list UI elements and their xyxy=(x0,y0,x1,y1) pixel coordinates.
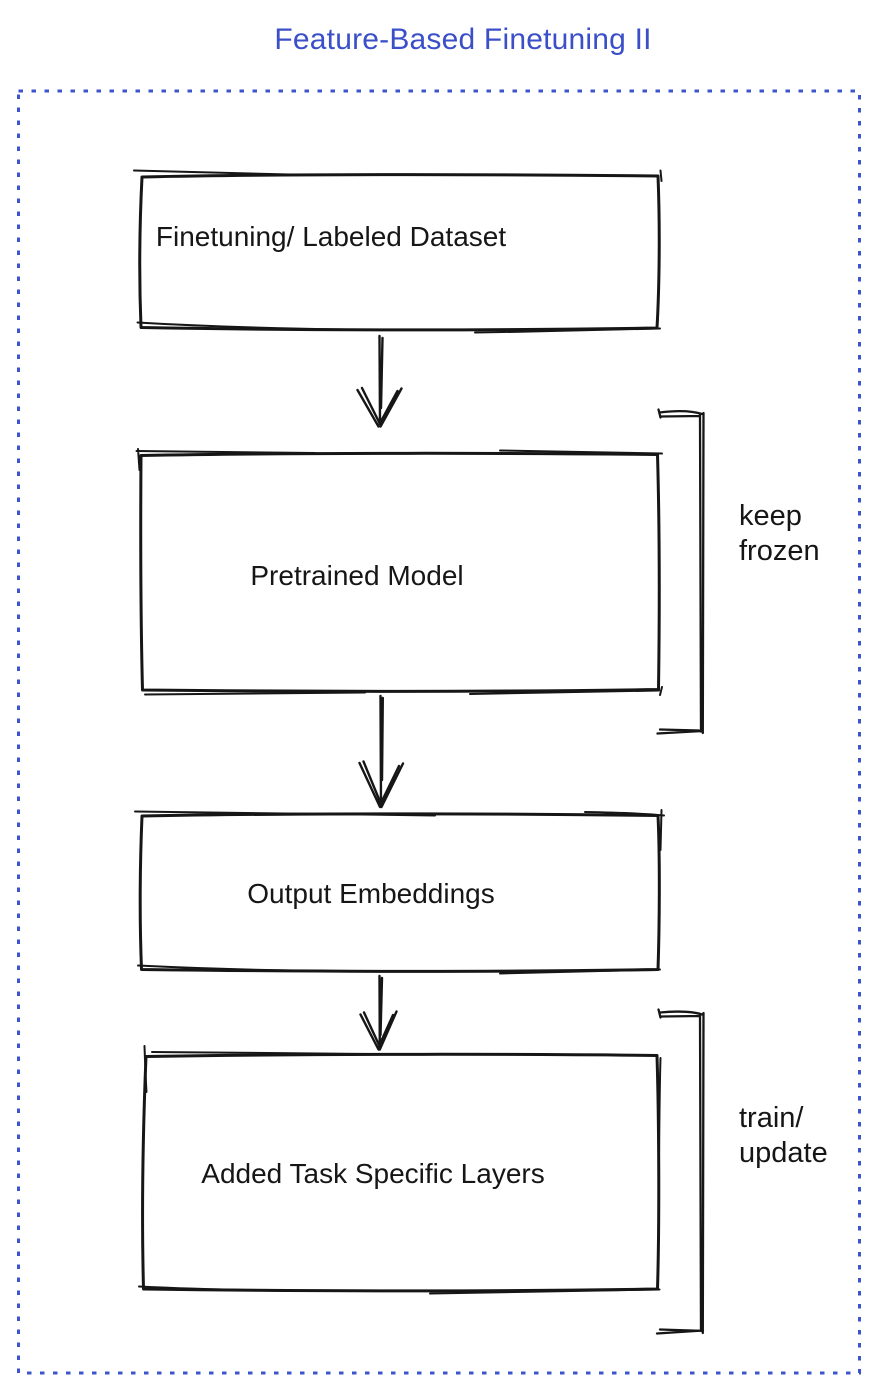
task-layers-sketch-strokes xyxy=(138,1045,662,1295)
task-layers-box xyxy=(138,1045,662,1295)
arrow-head xyxy=(359,1010,398,1051)
pretrained-model-sketch-strokes xyxy=(135,448,663,696)
keep-frozen-bracket xyxy=(656,408,705,735)
bracket-shape xyxy=(656,408,705,735)
dotted-frame xyxy=(17,89,861,1375)
task-layers-box-label: Added Task Specific Layers xyxy=(201,1158,545,1189)
output-embeddings-box-label: Output Embeddings xyxy=(247,878,495,909)
output-embeddings-box xyxy=(134,809,665,975)
pretrained-model-box-label: Pretrained Model xyxy=(250,560,464,591)
diagram-title: Feature-Based Finetuning II xyxy=(274,23,652,56)
arrow-shaft xyxy=(379,694,384,808)
dataset-box xyxy=(133,169,663,334)
pretrained-model-box-shape xyxy=(139,451,661,693)
pretrained-model-box xyxy=(135,448,663,696)
arrow-embeddings-to-layers xyxy=(359,974,398,1051)
arrow-head xyxy=(356,386,403,428)
arrow-head xyxy=(358,760,405,809)
bracket-shape xyxy=(655,1008,705,1335)
arrow-shaft xyxy=(378,974,384,1050)
keep-frozen-label: keep frozen xyxy=(739,500,820,567)
dataset-box-label: Finetuning/ Labeled Dataset xyxy=(155,221,507,252)
train-update-bracket xyxy=(655,1008,705,1335)
arrow-model-to-embeddings xyxy=(358,694,405,809)
train-update-label: train/ update xyxy=(739,1102,828,1169)
arrow-shaft xyxy=(378,334,384,426)
arrow-dataset-to-model xyxy=(356,334,403,428)
dataset-box-sketch-strokes xyxy=(133,169,663,334)
output-embeddings-sketch-strokes xyxy=(134,809,665,975)
